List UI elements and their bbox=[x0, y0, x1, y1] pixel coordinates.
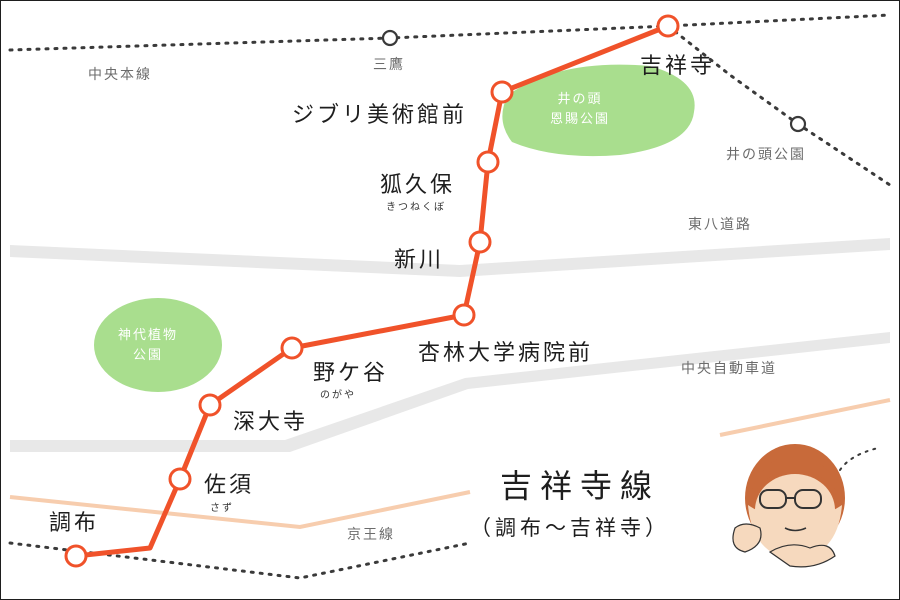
station-marker-shinkawa[interactable] bbox=[468, 230, 492, 254]
road-label-chuo-expressway: 中央自動車道 bbox=[681, 361, 777, 377]
station-kana-nogaya: のがや bbox=[320, 390, 356, 401]
station-kana-sazu: さず bbox=[210, 503, 234, 514]
road-label-higashi8: 東八道路 bbox=[688, 217, 752, 233]
station-marker-nogaya[interactable] bbox=[280, 336, 304, 360]
park-label-inokashira: 井の頭 恩賜公園 bbox=[550, 92, 611, 128]
railway-chuo bbox=[8, 13, 892, 52]
station-label-kyorin[interactable]: 杏林大学病院前 bbox=[418, 341, 594, 366]
map-title: 吉祥寺線 bbox=[500, 467, 661, 505]
station-mitaka-marker bbox=[381, 29, 399, 47]
railway-label-keio: 京王線 bbox=[347, 527, 395, 543]
station-marker-chofu[interactable] bbox=[64, 544, 88, 568]
station-marker-kichijoji[interactable] bbox=[656, 14, 680, 38]
station-label-chofu[interactable]: 調布 bbox=[49, 511, 100, 536]
station-marker-ghibli[interactable] bbox=[490, 80, 514, 104]
road-chuo-expressway bbox=[10, 332, 890, 452]
station-marker-komae[interactable] bbox=[476, 150, 500, 174]
railway-label-chuo: 中央本線 bbox=[88, 67, 152, 83]
station-kana-komae: きつねくぼ bbox=[386, 202, 446, 213]
park-jindai-shape bbox=[94, 298, 222, 392]
station-label-sazu[interactable]: 佐須 bbox=[204, 473, 255, 498]
station-label-kichijoji[interactable]: 吉祥寺 bbox=[640, 54, 716, 79]
station-inokashira-marker bbox=[789, 115, 807, 133]
road-higashi8 bbox=[10, 238, 890, 277]
map-subtitle: （調布～吉祥寺） bbox=[470, 516, 670, 540]
station-label-komae[interactable]: 狐久保 bbox=[380, 173, 456, 198]
station-marker-sazu[interactable] bbox=[168, 467, 192, 491]
station-label-inokashira: 井の頭公園 bbox=[726, 147, 806, 163]
park-label-jindai: 神代植物 公園 bbox=[118, 328, 179, 364]
station-marker-kyorin[interactable] bbox=[452, 303, 476, 327]
railway-inokashira bbox=[666, 24, 892, 187]
railway-keio bbox=[9, 490, 471, 530]
station-marker-jindaiji[interactable] bbox=[198, 393, 222, 417]
station-label-mitaka: 三鷹 bbox=[373, 57, 405, 73]
station-label-jindaiji[interactable]: 深大寺 bbox=[233, 410, 309, 435]
park-inokashira-shape bbox=[502, 64, 695, 157]
route-line bbox=[73, 23, 671, 559]
station-label-ghibli[interactable]: ジブリ美術館前 bbox=[292, 103, 468, 128]
station-label-nogaya[interactable]: 野ケ谷 bbox=[313, 361, 389, 386]
railway-keio-dotted bbox=[8, 541, 472, 580]
station-label-shinkawa[interactable]: 新川 bbox=[394, 248, 445, 273]
route-stations bbox=[64, 14, 680, 568]
railway-peach-east bbox=[719, 398, 891, 437]
glasses-girl-pointing-icon bbox=[732, 444, 879, 568]
